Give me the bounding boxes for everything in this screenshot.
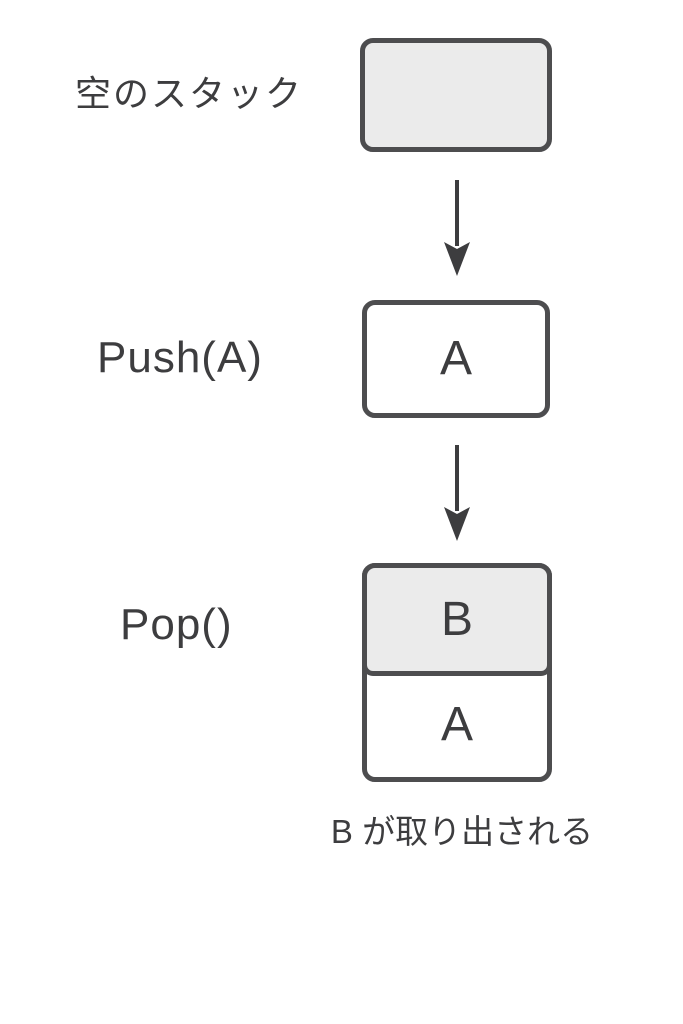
stack-cell-top: B <box>362 563 552 676</box>
pop-stack-box: B A <box>362 563 552 782</box>
step-label-pop: Pop() <box>120 600 233 649</box>
stack-item-b: B <box>440 592 473 646</box>
stack-item-a-bottom: A <box>440 697 473 751</box>
pop-result-caption: B が取り出される <box>330 813 594 850</box>
stack-item-a: A <box>439 332 472 385</box>
down-arrow-icon <box>444 445 470 541</box>
push-result-box: A <box>362 300 550 418</box>
stack-cell-bottom: A <box>367 676 547 773</box>
empty-stack-box <box>360 38 552 152</box>
down-arrow-icon <box>444 180 470 276</box>
step-label-empty-stack: 空のスタック <box>75 73 304 114</box>
step-label-push: Push(A) <box>97 333 263 382</box>
